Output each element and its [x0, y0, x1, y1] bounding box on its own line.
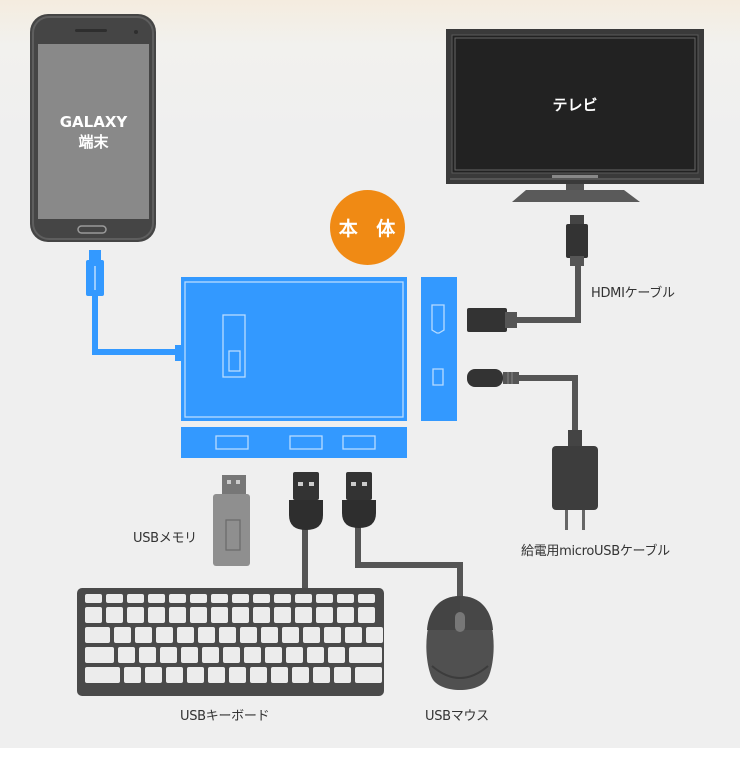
keyboard-key [253, 594, 270, 603]
keyboard-key [124, 667, 141, 683]
keyboard-usb-plug [289, 472, 323, 530]
keyboard-key [85, 667, 120, 683]
keyboard-key [85, 627, 110, 643]
keyboard-key [190, 607, 207, 623]
power-adapter [552, 430, 598, 530]
keyboard-key [250, 667, 267, 683]
keyboard-key [127, 607, 144, 623]
keyboard-key [244, 647, 261, 663]
keyboard-key [118, 647, 135, 663]
keyboard-key [240, 627, 257, 643]
keyboard-key [211, 594, 228, 603]
phone-micro-usb-plug [86, 250, 104, 296]
tv-hdmi-plug [566, 215, 588, 266]
keyboard-key [316, 594, 333, 603]
tv-screen-label: テレビ [552, 96, 598, 114]
keyboard-key [85, 594, 102, 603]
keyboard-key [355, 667, 382, 683]
power-cable [517, 375, 578, 432]
keyboard-key [169, 607, 186, 623]
keyboard-key [274, 594, 291, 603]
keyboard-key [85, 647, 114, 663]
keyboard-key [271, 667, 288, 683]
hub-power-plug [467, 369, 519, 387]
keyboard-key [85, 607, 102, 623]
keyboard-key [292, 667, 309, 683]
keyboard-key [106, 594, 123, 603]
galaxy-phone [30, 14, 156, 242]
keyboard-key [160, 647, 177, 663]
keyboard-key [208, 667, 225, 683]
usb-mouse-label: USBマウス [425, 709, 489, 724]
keyboard-key [274, 607, 291, 623]
keyboard-key [169, 594, 186, 603]
keyboard-key [345, 627, 362, 643]
keyboard-key [295, 607, 312, 623]
keyboard-key [265, 647, 282, 663]
keyboard-key [106, 607, 123, 623]
tv [446, 29, 704, 202]
keyboard-key [198, 627, 215, 643]
keyboard-key [177, 627, 194, 643]
keyboard-key [166, 667, 183, 683]
keyboard-key [324, 627, 341, 643]
usb-memory-device [213, 475, 250, 566]
power-cable-label: 給電用microUSBケーブル [521, 544, 670, 559]
phone-screen-label: GALAXY 端末 [38, 112, 149, 152]
keyboard-key [139, 647, 156, 663]
keyboard-key [223, 647, 240, 663]
hub-badge: 本 体 [330, 190, 405, 265]
keyboard-key [307, 647, 324, 663]
keyboard-key [156, 627, 173, 643]
keyboard-key [316, 607, 333, 623]
usb-memory-label: USBメモリ [133, 531, 197, 546]
keyboard-key [349, 647, 382, 663]
keyboard-key [303, 627, 320, 643]
keyboard-key [337, 594, 354, 603]
hdmi-cable-label: HDMIケーブル [591, 286, 675, 301]
keyboard-key [219, 627, 236, 643]
keyboard-key [295, 594, 312, 603]
keyboard-key [358, 594, 375, 603]
keyboard-key [286, 647, 303, 663]
keyboard-key [253, 607, 270, 623]
phone-cable [92, 290, 178, 355]
usb-keyboard-label: USBキーボード [180, 709, 270, 724]
keyboard-key [261, 627, 278, 643]
mouse-usb-plug [342, 472, 376, 528]
keyboard-key [202, 647, 219, 663]
phone-label-line1: GALAXY [59, 113, 128, 131]
hub-main [175, 277, 407, 421]
keyboard-key [229, 667, 246, 683]
keyboard-key [358, 607, 375, 623]
keyboard-key [127, 594, 144, 603]
hdmi-cable [513, 262, 581, 323]
keyboard-key [190, 594, 207, 603]
keyboard-key [328, 647, 345, 663]
usb-mouse [426, 596, 494, 690]
keyboard-key [232, 594, 249, 603]
keyboard-key [187, 667, 204, 683]
mouse-cable [355, 525, 463, 598]
phone-label-line2: 端末 [78, 133, 109, 151]
keyboard-key [145, 667, 162, 683]
keyboard-key [135, 627, 152, 643]
keyboard-key [366, 627, 383, 643]
keyboard-key [232, 607, 249, 623]
keyboard-key [148, 594, 165, 603]
hub-hdmi-plug [467, 308, 517, 332]
keyboard-key [334, 667, 351, 683]
keyboard-key [148, 607, 165, 623]
keyboard-key [211, 607, 228, 623]
keyboard-key [337, 607, 354, 623]
keyboard-key [181, 647, 198, 663]
hub-front-panel [181, 427, 407, 458]
usb-keyboard [77, 588, 384, 696]
keyboard-key [282, 627, 299, 643]
hub-side-panel [421, 277, 457, 421]
keyboard-key [313, 667, 330, 683]
keyboard-key [114, 627, 131, 643]
